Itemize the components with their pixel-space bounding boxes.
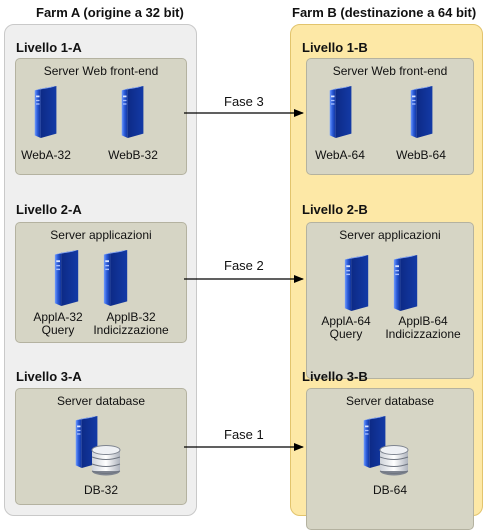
farm-a-title: Farm A (origine a 32 bit) — [36, 5, 184, 20]
farm-a-panel: Livello 1-A Server Web front-end WebA-32… — [4, 24, 197, 516]
phase-2-label: Fase 2 — [224, 258, 264, 273]
phase-3-label: Fase 3 — [224, 94, 264, 109]
tier-label-1b: Livello 1-B — [302, 40, 368, 55]
node-label: WebB-64 — [396, 148, 446, 162]
tier-label-1a: Livello 1-A — [16, 40, 82, 55]
web-frontend-group-b: Server Web front-end WebA-64 WebB-64 — [306, 58, 474, 175]
group-title: Server database — [56, 394, 146, 408]
database-group-a: Server database DB-32 — [15, 388, 187, 505]
phase-arrows — [184, 109, 304, 451]
group-title: Server database — [345, 394, 435, 408]
tier-label-2a: Livello 2-A — [16, 202, 82, 217]
tier-label-3a: Livello 3-A — [16, 369, 82, 384]
phase-1-label: Fase 1 — [224, 427, 264, 442]
node-label: DB-64 — [372, 483, 407, 497]
group-title: Server Web front-end — [43, 64, 159, 78]
farm-b-panel: Livello 1-B Server Web front-end WebA-64… — [290, 24, 483, 530]
database-group-b: Server database DB-64 — [306, 388, 474, 530]
farm-b-title: Farm B (destinazione a 64 bit) — [292, 5, 477, 20]
group-title: Server applicazioni — [339, 228, 441, 242]
group-title: Server Web front-end — [332, 64, 448, 78]
web-frontend-group-a: Server Web front-end WebA-32 WebB-32 — [15, 58, 187, 175]
group-title: Server applicazioni — [50, 228, 152, 242]
node-label: WebA-64 — [315, 148, 365, 162]
node-label: DB-32 — [83, 483, 118, 497]
tier-label-3b: Livello 3-B — [302, 369, 368, 384]
tier-label-2b: Livello 2-B — [302, 202, 368, 217]
node-label: WebB-32 — [108, 148, 158, 162]
node-label: WebA-32 — [21, 148, 71, 162]
